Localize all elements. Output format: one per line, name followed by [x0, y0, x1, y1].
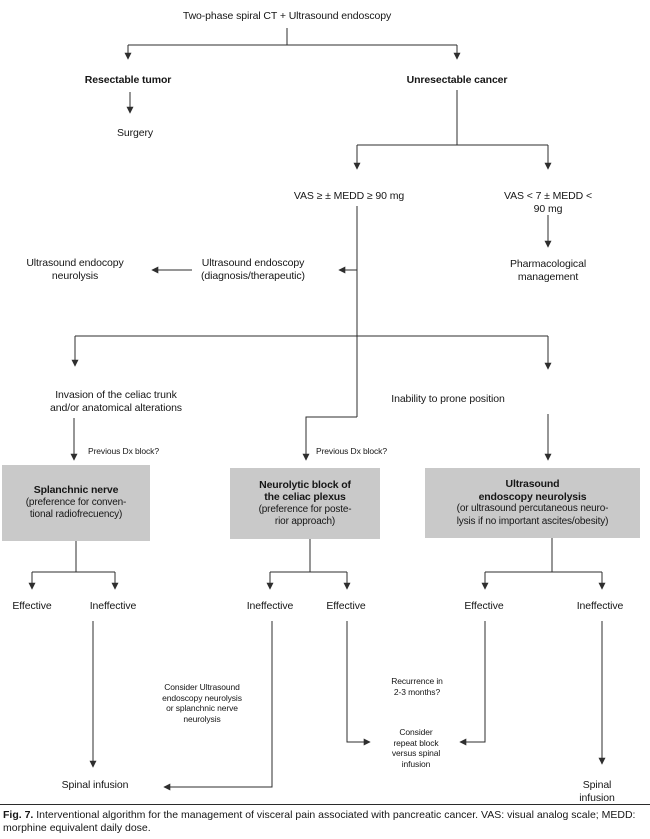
node-ultrasound-endoscopy-diagnostic: Ultrasound endoscopy (diagnosis/therapeu…	[201, 257, 305, 282]
node-unresectable-cancer: Unresectable cancer	[406, 74, 508, 87]
figure-caption: Fig. 7. Interventional algorithm for the…	[0, 804, 650, 835]
node-vas-high: VAS ≥ ± MEDD ≥ 90 mg	[293, 190, 405, 203]
box-ultrasound-sub: (or ultrasound percutaneous neuro- lysis…	[456, 503, 609, 527]
node-spinal-infusion-right: Spinal infusion	[570, 779, 624, 804]
label-effective-1: Effective	[12, 600, 52, 613]
box-neurolytic-celiac-plexus: Neurolytic block of the celiac plexus (p…	[230, 468, 380, 539]
node-root: Two-phase spiral CT + Ultrasound endosco…	[182, 10, 392, 23]
node-ultrasound-endoscopy-neurolysis: Ultrasound endocopy neurolysis	[26, 257, 124, 282]
node-inability-prone-position: Inability to prone position	[391, 393, 505, 406]
note-consider-repeat-block: Consider repeat block versus spinal infu…	[391, 727, 441, 769]
node-spinal-infusion-left: Spinal infusion	[61, 779, 129, 792]
figure-caption-label: Fig. 7.	[3, 809, 34, 821]
box-splanchnic-nerve: Splanchnic nerve (preference for conven-…	[2, 465, 150, 541]
node-pharmacological-management: Pharmacological management	[509, 258, 587, 283]
label-ineffective-3: Ineffective	[576, 600, 624, 613]
box-splanchnic-sub: (preference for conven- tional radiofrec…	[25, 496, 127, 521]
label-effective-2: Effective	[326, 600, 366, 613]
box-ultrasound-title: Ultrasound endoscopy neurolysis	[478, 478, 587, 503]
note-recurrence: Recurrence in 2-3 months?	[391, 676, 443, 697]
label-previous-dx-block-2: Previous Dx block?	[316, 446, 387, 456]
label-effective-3: Effective	[464, 600, 504, 613]
box-ultrasound-neurolysis: Ultrasound endoscopy neurolysis (or ultr…	[425, 468, 640, 538]
box-neurolytic-sub: (preference for poste- rior approach)	[258, 503, 352, 528]
figure-caption-text: Interventional algorithm for the managem…	[3, 809, 636, 834]
node-vas-low: VAS < 7 ± MEDD < 90 mg	[497, 190, 599, 215]
label-previous-dx-block-1: Previous Dx block?	[88, 446, 159, 456]
box-neurolytic-title: Neurolytic block of the celiac plexus	[259, 478, 351, 504]
note-consider-ultrasound: Consider Ultrasound endoscopy neurolysis…	[162, 682, 242, 724]
label-ineffective-2: Ineffective	[246, 600, 294, 613]
label-ineffective-1: Ineffective	[89, 600, 137, 613]
node-surgery: Surgery	[116, 127, 154, 140]
node-resectable-tumor: Resectable tumor	[84, 74, 172, 87]
box-splanchnic-title: Splanchnic nerve	[33, 484, 119, 497]
node-invasion-celiac-trunk: Invasion of the celiac trunk and/or anat…	[50, 389, 182, 414]
